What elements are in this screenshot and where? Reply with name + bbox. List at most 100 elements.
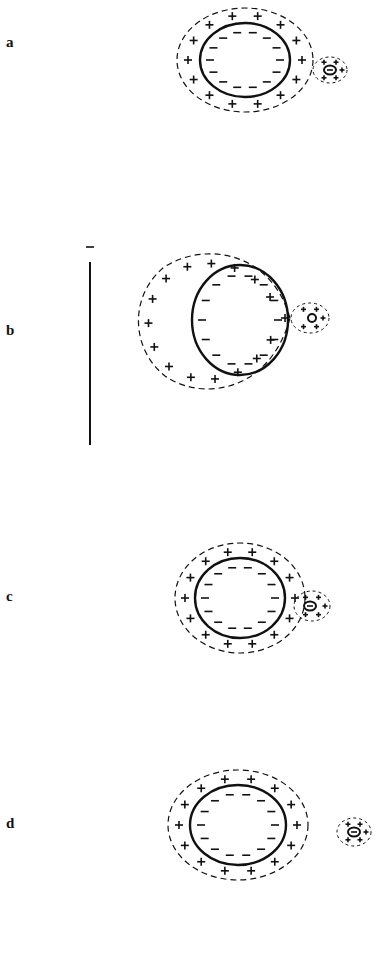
minus-sign	[260, 284, 268, 286]
plus-sign	[296, 76, 298, 84]
plus-sign	[316, 324, 318, 329]
plus-sign	[232, 12, 234, 20]
ion-shell	[337, 818, 371, 846]
minus-sign	[270, 300, 278, 302]
minus-sign	[268, 611, 276, 613]
plus-sign	[165, 275, 167, 283]
plus-sign	[290, 841, 292, 849]
minus-sign	[202, 339, 210, 341]
minus-sign	[257, 848, 265, 850]
charge-signs	[86, 12, 369, 875]
minus-sign	[242, 794, 250, 796]
plus-sign	[152, 295, 154, 303]
ion	[304, 602, 316, 611]
plus-sign	[187, 263, 189, 271]
plus-sign	[280, 91, 282, 99]
minus-sign	[242, 854, 250, 856]
plus-sign	[193, 76, 195, 84]
plus-sign	[250, 775, 252, 783]
plus-sign	[359, 837, 361, 842]
plus-sign	[184, 801, 186, 809]
plus-sign	[184, 594, 186, 602]
minus-sign	[258, 573, 266, 575]
plus-sign	[270, 336, 272, 344]
plus-sign	[254, 276, 256, 284]
minus-sign	[274, 319, 282, 321]
plus-sign	[234, 264, 236, 272]
plus-sign	[184, 841, 186, 849]
plus-sign	[289, 574, 291, 582]
minus-sign	[201, 597, 209, 599]
minus-sign	[226, 794, 234, 796]
minus-sign	[233, 32, 241, 34]
ion	[348, 828, 360, 837]
plus-sign	[323, 60, 325, 65]
plus-sign	[301, 56, 303, 64]
particle-surface	[190, 785, 286, 865]
diffuse-layer	[177, 8, 313, 112]
minus-sign	[228, 363, 236, 365]
minus-sign	[202, 300, 210, 302]
minus-sign	[260, 354, 268, 356]
minus-sign	[249, 86, 257, 88]
plus-sign	[251, 548, 253, 556]
plus-sign	[290, 801, 292, 809]
plus-sign	[296, 821, 298, 829]
ion-shell	[291, 303, 329, 333]
minus-sign	[198, 319, 206, 321]
minus-sign	[206, 59, 214, 61]
plus-sign	[178, 821, 180, 829]
minus-sign	[228, 627, 236, 629]
minus-sign	[273, 47, 281, 49]
plus-sign	[187, 56, 189, 64]
plus-sign	[224, 775, 226, 783]
minus-sign	[204, 611, 212, 613]
plus-sign	[335, 75, 337, 80]
particle-surface	[192, 265, 288, 375]
minus-sign	[204, 584, 212, 586]
plus-sign	[214, 375, 216, 383]
plus-sign	[193, 36, 195, 44]
plus-sign	[200, 858, 202, 866]
plus-sign	[274, 858, 276, 866]
minus-sign	[327, 69, 333, 71]
plus-sign	[280, 21, 282, 29]
plus-sign	[335, 60, 337, 65]
plus-sign	[365, 830, 367, 835]
minus-sign	[267, 838, 275, 840]
minus-sign	[257, 800, 265, 802]
minus-sign	[212, 284, 220, 286]
plus-sign	[323, 75, 325, 80]
plus-sign	[250, 867, 252, 875]
minus-sign	[268, 584, 276, 586]
minus-sign	[219, 81, 227, 83]
plus-sign	[274, 784, 276, 792]
plus-sign	[347, 822, 349, 827]
panel-letter: b	[6, 322, 14, 339]
plus-sign	[153, 343, 155, 351]
plus-sign	[318, 612, 320, 617]
plus-sign	[359, 822, 361, 827]
ion-shell	[294, 591, 330, 621]
minus-sign	[244, 627, 252, 629]
plus-sign	[305, 595, 307, 600]
plus-sign	[148, 319, 150, 327]
minus-sign	[211, 800, 219, 802]
plus-sign	[168, 362, 170, 370]
plus-sign	[318, 595, 320, 600]
minus-sign	[219, 37, 227, 39]
minus-sign	[201, 838, 209, 840]
plus-sign	[273, 557, 275, 565]
diffuse-layer	[168, 770, 308, 880]
electrode	[89, 262, 91, 445]
plus-sign	[190, 373, 192, 381]
plus-sign	[209, 91, 211, 99]
minus-sign	[276, 59, 284, 61]
plus-sign	[269, 293, 271, 301]
plus-sign	[251, 640, 253, 648]
minus-sign	[233, 86, 241, 88]
plus-sign	[227, 548, 229, 556]
minus-sign	[86, 246, 94, 248]
minus-sign	[201, 811, 209, 813]
